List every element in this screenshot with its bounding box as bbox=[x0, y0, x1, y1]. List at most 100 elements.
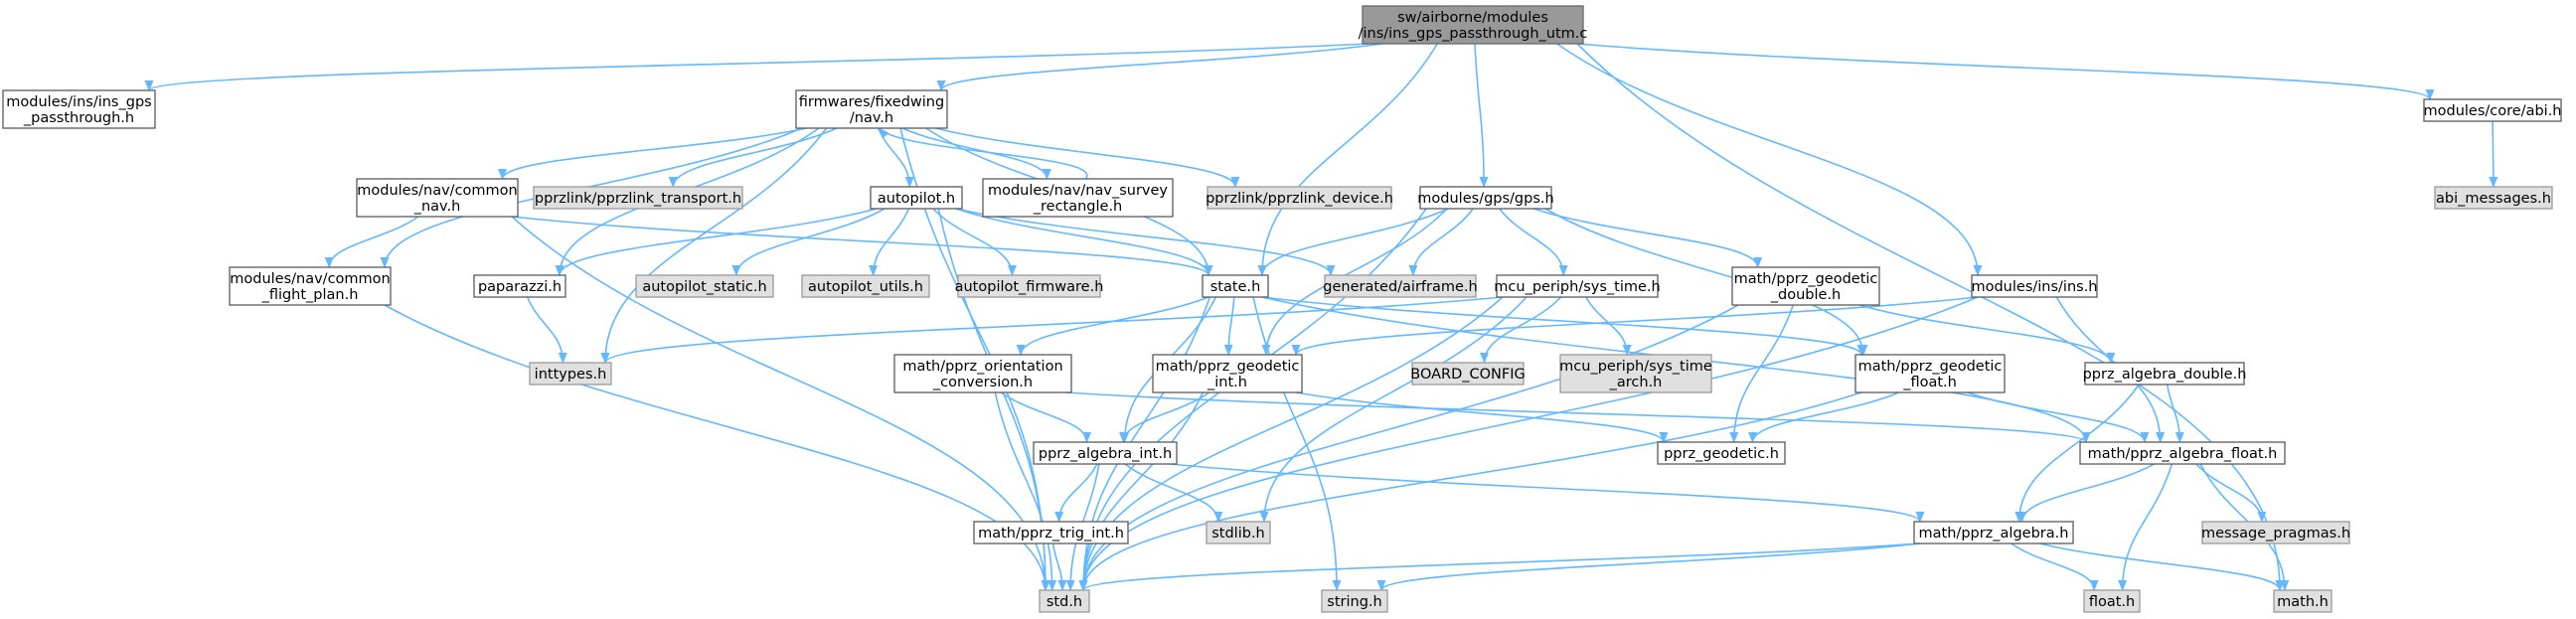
node-label: autopilot.h bbox=[878, 191, 955, 207]
node-label: pprz_algebra_int.h bbox=[1039, 446, 1172, 462]
node-pprz-geodetic[interactable]: pprz_geodetic.h bbox=[1657, 441, 1786, 465]
edge-geo_float-to-std bbox=[1078, 391, 1862, 591]
node-label: _passthrough.h bbox=[23, 110, 134, 126]
edge-flight_plan-to-std bbox=[384, 304, 1050, 591]
node-ap-static[interactable]: autopilot_static.h bbox=[635, 274, 774, 298]
node-sys-time-arch[interactable]: mcu_periph/sys_time_arch.h bbox=[1559, 354, 1712, 393]
node-label: modules/core/abi.h bbox=[2424, 103, 2562, 119]
node-box bbox=[1559, 354, 1712, 393]
node-label: _int.h bbox=[1207, 375, 1247, 390]
node-label: inttypes.h bbox=[535, 367, 607, 383]
edge-state-to-string bbox=[1252, 296, 1342, 591]
node-box bbox=[1496, 274, 1659, 298]
node-geo-int[interactable]: math/pprz_geodetic_int.h bbox=[1152, 354, 1303, 393]
node-alg-int[interactable]: pprz_algebra_int.h bbox=[1033, 441, 1178, 465]
node-root[interactable]: sw/airborne/modules/ins/ins_gps_passthro… bbox=[1359, 5, 1588, 45]
node-float[interactable]: float.h bbox=[2083, 589, 2141, 613]
node-string[interactable]: string.h bbox=[1321, 589, 1388, 613]
node-pprzlink-device[interactable]: pprzlink/pprzlink_device.h bbox=[1206, 186, 1393, 210]
node-nav-common[interactable]: modules/nav/common_nav.h bbox=[356, 178, 519, 218]
node-state[interactable]: state.h bbox=[1202, 274, 1269, 298]
edge-alg_int-to-stdlib bbox=[1124, 463, 1223, 523]
edge-geo_double-to-pprz_geodetic bbox=[1729, 304, 1795, 443]
edge-root-to-math bbox=[1576, 43, 2285, 591]
node-math[interactable]: math.h bbox=[2273, 589, 2333, 613]
node-label: modules/ins/ins.h bbox=[1971, 279, 2097, 295]
node-label: string.h bbox=[1327, 594, 1381, 610]
node-abi-messages[interactable]: abi_messages.h bbox=[2434, 186, 2553, 210]
node-label: math/pprz_algebra_float.h bbox=[2088, 446, 2278, 462]
node-box bbox=[1152, 354, 1303, 393]
node-box bbox=[356, 178, 519, 218]
edge-root-to-state bbox=[1257, 43, 1438, 276]
node-core-abi[interactable]: modules/core/abi.h bbox=[2423, 98, 2562, 122]
edge-sys_time-to-stdlib bbox=[1259, 296, 1528, 523]
node-box bbox=[529, 362, 612, 386]
node-box bbox=[2423, 98, 2562, 122]
edge-autopilot-to-paparazzi bbox=[555, 208, 878, 276]
node-board-config[interactable]: BOARD_CONFIG bbox=[1410, 362, 1526, 386]
edge-gps-to-sys_time bbox=[1499, 208, 1568, 276]
node-ins[interactable]: modules/ins/ins.h bbox=[1971, 274, 2098, 298]
edge-fw_nav-to-inttypes bbox=[600, 127, 828, 364]
node-label: _double.h bbox=[1770, 287, 1841, 303]
edge-nav_common-to-std bbox=[511, 216, 1050, 591]
node-label: abi_messages.h bbox=[2436, 191, 2551, 207]
edge-state-to-geo_int bbox=[1223, 296, 1235, 356]
node-std[interactable]: std.h bbox=[1039, 589, 1090, 613]
edge-pprz_algebra-to-string bbox=[1376, 542, 1921, 591]
node-alg-float[interactable]: math/pprz_algebra_float.h bbox=[2079, 441, 2286, 465]
node-box bbox=[1324, 274, 1477, 298]
node-box bbox=[1419, 186, 1552, 210]
node-label: float.h bbox=[2089, 594, 2135, 610]
node-geo-double[interactable]: math/pprz_geodetic_double.h bbox=[1731, 266, 1880, 306]
node-box bbox=[1033, 441, 1178, 465]
node-msg-pragmas[interactable]: message_pragmas.h bbox=[2201, 521, 2350, 544]
node-flight-plan[interactable]: modules/nav/common_flight_plan.h bbox=[229, 266, 392, 306]
node-label: _nav.h bbox=[413, 199, 461, 215]
node-label: math/pprz_geodetic bbox=[1156, 359, 1300, 375]
node-nav-survey[interactable]: modules/nav/nav_survey_rectangle.h bbox=[982, 178, 1174, 218]
node-label: message_pragmas.h bbox=[2201, 526, 2350, 542]
node-ap-utils[interactable]: autopilot_utils.h bbox=[801, 274, 930, 298]
node-autopilot[interactable]: autopilot.h bbox=[870, 186, 963, 210]
node-box bbox=[1971, 274, 2098, 298]
node-label: generated/airframe.h bbox=[1323, 279, 1477, 295]
node-paparazzi[interactable]: paparazzi.h bbox=[473, 274, 566, 298]
node-airframe[interactable]: generated/airframe.h bbox=[1323, 274, 1478, 298]
node-label: pprz_algebra_double.h bbox=[2083, 367, 2247, 383]
node-label: modules/ins/ins_gps bbox=[6, 94, 151, 110]
edge-geo_float-to-alg_float bbox=[1967, 391, 2150, 443]
edge-geo_double-to-std bbox=[1078, 304, 1739, 591]
node-ap-firmware[interactable]: autopilot_firmware.h bbox=[955, 274, 1104, 298]
node-ins-gps-pt[interactable]: modules/ins/ins_gps_passthrough.h bbox=[2, 89, 156, 129]
node-stdlib[interactable]: stdlib.h bbox=[1206, 521, 1271, 544]
edge-layer bbox=[144, 43, 2498, 591]
node-gps[interactable]: modules/gps/gps.h bbox=[1417, 186, 1554, 210]
edge-geo_int-to-pprz_geodetic bbox=[1295, 391, 1669, 443]
edge-orient_conv-to-alg_int bbox=[1000, 391, 1092, 443]
node-orient-conv[interactable]: math/pprz_orientation_conversion.h bbox=[893, 354, 1072, 393]
edge-alg_double-to-pprz_algebra bbox=[2014, 384, 2140, 523]
node-label: modules/nav/nav_survey bbox=[988, 183, 1168, 199]
node-box bbox=[893, 354, 1072, 393]
edge-core_abi-to-abi_messages bbox=[2489, 120, 2498, 188]
node-geo-float[interactable]: math/pprz_geodetic_float.h bbox=[1854, 354, 2006, 393]
node-sys-time[interactable]: mcu_periph/sys_time.h bbox=[1494, 274, 1661, 298]
node-box bbox=[2079, 441, 2286, 465]
node-label: state.h bbox=[1210, 279, 1261, 295]
node-label: math/pprz_orientation bbox=[902, 359, 1062, 375]
node-box bbox=[2, 89, 156, 129]
node-box bbox=[2273, 589, 2333, 613]
node-pprzlink-transport[interactable]: pprzlink/pprzlink_transport.h bbox=[533, 186, 743, 210]
node-label: mcu_periph/sys_time bbox=[1559, 359, 1712, 375]
node-fw-nav[interactable]: firmwares/fixedwing/nav.h bbox=[795, 89, 948, 129]
node-box bbox=[1202, 274, 1269, 298]
node-inttypes[interactable]: inttypes.h bbox=[529, 362, 612, 386]
node-label: BOARD_CONFIG bbox=[1410, 367, 1526, 383]
node-trig-int[interactable]: math/pprz_trig_int.h bbox=[973, 521, 1129, 544]
edge-root-to-core_abi bbox=[1576, 43, 2435, 100]
node-alg-double[interactable]: pprz_algebra_double.h bbox=[2083, 362, 2247, 386]
node-pprz-algebra[interactable]: math/pprz_algebra.h bbox=[1913, 521, 2074, 544]
